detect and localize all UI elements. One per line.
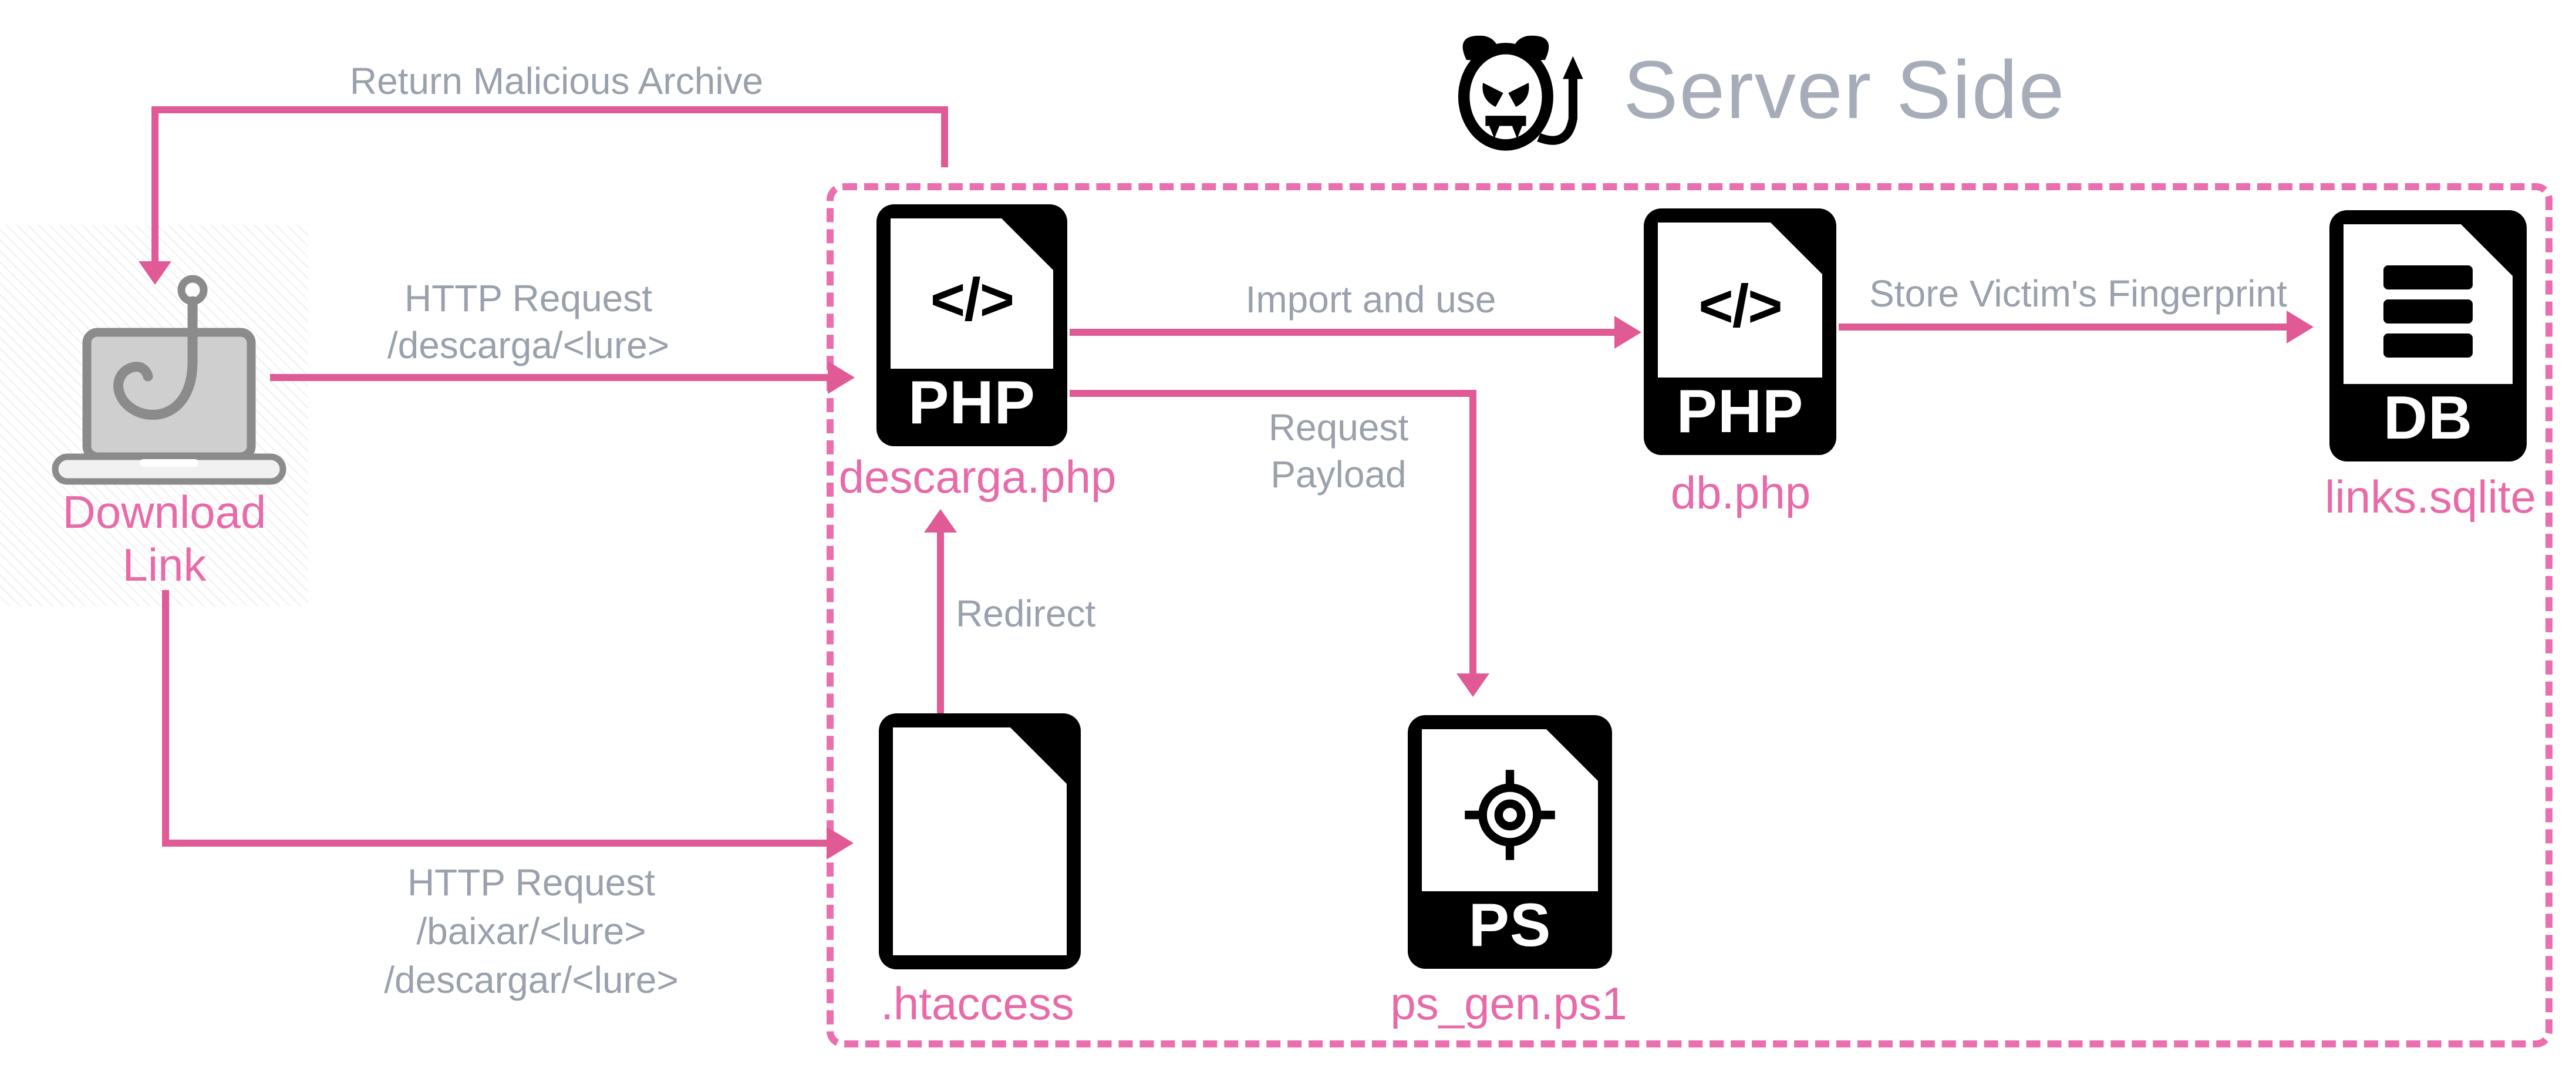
redirect-label: Redirect <box>956 592 1096 635</box>
code-glyph: </> <box>1698 272 1782 339</box>
php-file-icon-db: </> PHP <box>1644 208 1836 455</box>
arrowhead-right <box>2287 311 2314 343</box>
arrowhead-right <box>827 827 854 860</box>
return-archive-line <box>941 106 948 167</box>
file-type-badge: PS <box>1468 891 1552 959</box>
database-rows-glyph <box>2383 251 2473 358</box>
import-use-label: Import and use <box>1245 278 1496 321</box>
file-type-badge: PHP <box>1676 378 1804 446</box>
store-fingerprint-label: Store Victim's Fingerprint <box>1869 272 2287 315</box>
crosshair-glyph <box>1463 756 1557 865</box>
server-side-title: Server Side <box>1623 43 2066 136</box>
http-baixar-label: HTTP Request /baixar/<lure> /descargar/<… <box>384 861 679 1002</box>
laptop-hook-icon <box>52 275 286 490</box>
redirect-line <box>937 531 944 713</box>
return-archive-line <box>151 106 948 113</box>
links-sqlite-label: links.sqlite <box>2325 471 2536 523</box>
store-fingerprint-line <box>1839 324 2287 331</box>
return-archive-line <box>151 106 159 261</box>
arrowhead-right <box>828 361 855 394</box>
arrowhead-down <box>139 261 171 285</box>
request-payload-line <box>1469 390 1476 673</box>
file-page: </> <box>891 218 1053 369</box>
file-page <box>1422 729 1598 891</box>
file-page: </> <box>1658 223 1822 378</box>
ps-gen-label: ps_gen.ps1 <box>1390 978 1627 1029</box>
download-link-label: Download Link <box>62 486 267 591</box>
http-descarga-line <box>270 374 828 381</box>
http-descarga-label: HTTP Request /descarga/<lure> <box>387 277 670 366</box>
code-glyph: </> <box>930 265 1014 333</box>
file-page <box>2344 224 2513 384</box>
db-php-label: db.php <box>1670 467 1811 518</box>
http-baixar-line <box>162 840 827 847</box>
request-payload-label: Request Payload <box>1268 406 1409 496</box>
return-archive-label: Return Malicious Archive <box>349 60 764 102</box>
descarga-label: descarga.php <box>838 451 1117 503</box>
blank-file-icon-htaccess <box>879 713 1081 969</box>
request-payload-line <box>1070 390 1476 397</box>
ps-file-icon-psgen: PS <box>1408 715 1612 969</box>
arrowhead-up <box>924 509 957 533</box>
file-type-badge: PHP <box>908 369 1036 437</box>
http-baixar-line <box>162 590 169 847</box>
file-page <box>893 727 1067 955</box>
htaccess-label: .htaccess <box>881 978 1074 1029</box>
arrowhead-right <box>1614 316 1641 349</box>
file-type-badge: DB <box>2383 384 2473 452</box>
server-side-boundary <box>827 183 2553 1047</box>
import-use-line <box>1070 329 1614 336</box>
db-file-icon-links: DB <box>2329 210 2527 461</box>
devil-emoticon-icon <box>1445 27 1599 157</box>
arrowhead-down <box>1456 673 1489 697</box>
php-file-icon-descarga: </> PHP <box>876 204 1067 446</box>
